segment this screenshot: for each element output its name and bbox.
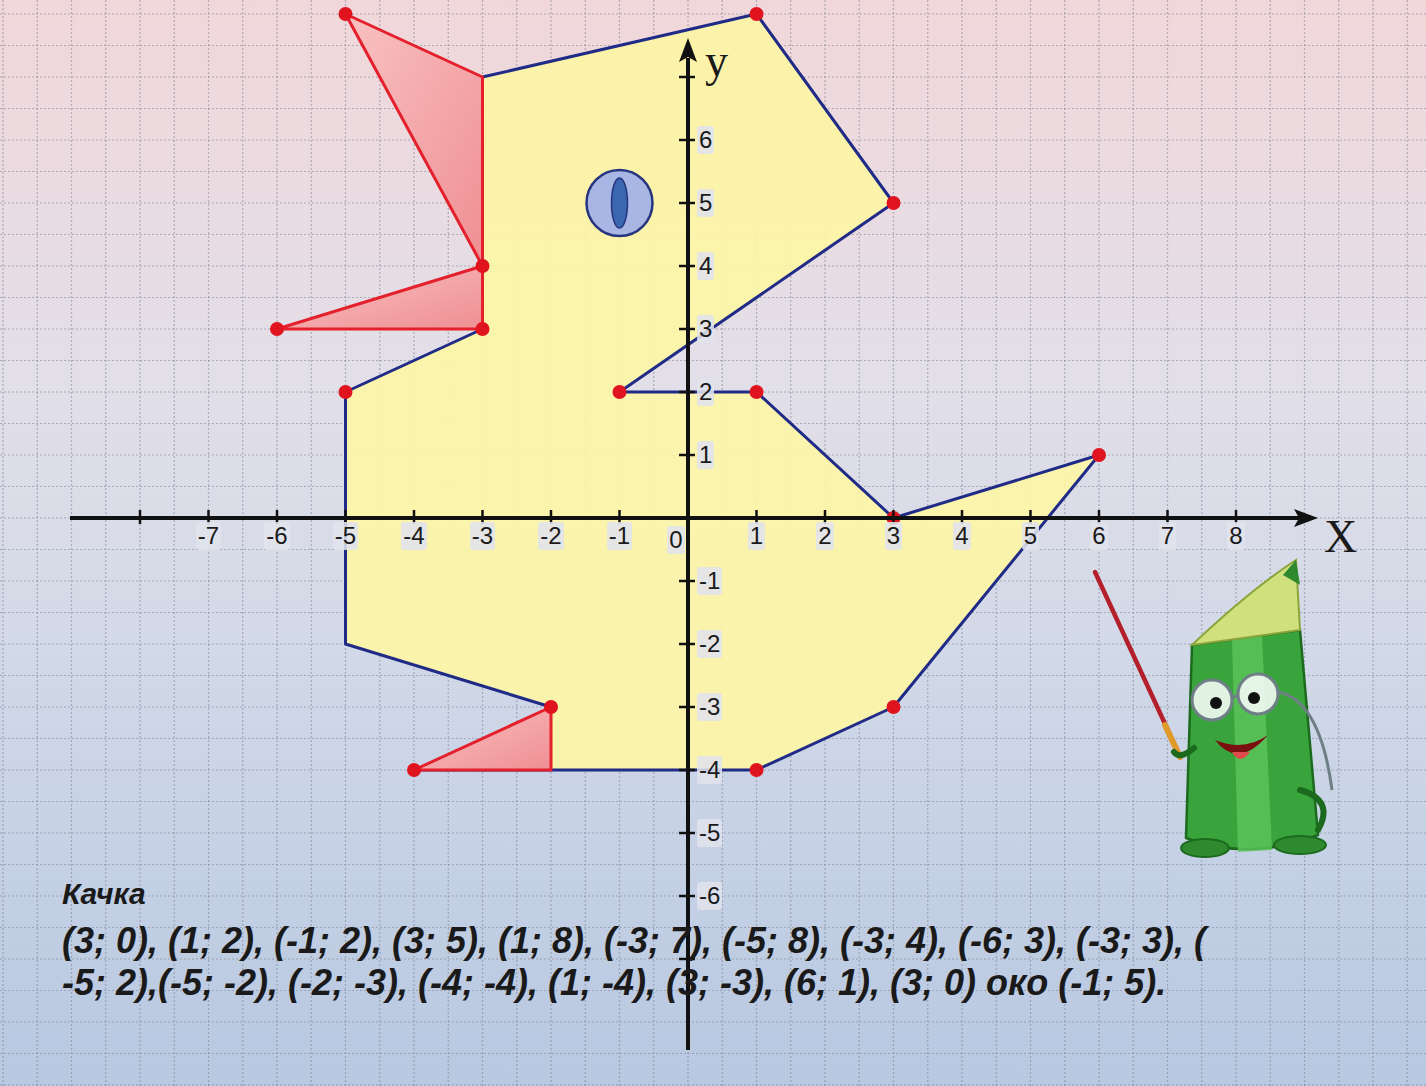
grid-line [0,1021,1426,1022]
tick-label: 8 [1227,522,1244,550]
tick-label: 2 [816,522,833,550]
axes [70,38,1318,1050]
tick-mark [679,328,695,331]
tick-label: -6 [697,882,722,910]
tick-mark [679,265,695,268]
point-dot [339,7,353,21]
point-dot [1092,448,1106,462]
tick-mark [679,139,695,142]
tick-label: 4 [697,252,714,280]
axis-arrow [679,38,697,62]
outline-line [414,455,1099,770]
point-dot [887,700,901,714]
grid-line [0,13,1426,14]
tick-mark [679,769,695,772]
duck-eye [587,170,653,236]
point-dot [270,322,284,336]
point-dot [750,385,764,399]
point-dot [613,385,627,399]
tick-label: -2 [697,630,722,658]
grid-line [1270,0,1271,1086]
tick-label: -6 [264,522,289,550]
tick-mark [679,643,695,646]
grid-line [0,517,1426,518]
grid-line [0,1084,1426,1085]
y-axis [686,58,690,1050]
axis-name: y [705,36,728,86]
tick-label: -3 [697,693,722,721]
tick-label: 1 [697,441,714,469]
tick-label: -7 [196,522,221,550]
tick-label: -5 [697,819,722,847]
pink-part [277,266,483,329]
tick-mark [679,580,695,583]
tick-label: 6 [1090,522,1107,550]
point-dot [750,763,764,777]
tick-label: -1 [607,522,632,550]
point-dot [887,196,901,210]
tick-label: 6 [697,126,714,154]
grid-line [0,360,1426,361]
tick-mark [679,202,695,205]
point-dot [339,385,353,399]
grid-line [37,0,38,1086]
pink-part [346,14,483,266]
tick-label: -1 [697,567,722,595]
pink-part [414,707,551,770]
pencil-character [1095,560,1332,857]
eye-pupil [612,178,628,228]
tick-label: 3 [885,522,902,550]
tick-label: 3 [697,315,714,343]
tick-mark [679,895,695,898]
tick-label: -4 [401,522,426,550]
tick-label: 7 [1159,522,1176,550]
tick-mark [139,510,142,524]
duck-body [346,14,1100,770]
point-dot [407,763,421,777]
tick-mark [679,454,695,457]
axis-arrow [1294,509,1318,527]
point-dot [476,322,490,336]
tick-mark [679,832,695,835]
tick-mark [679,706,695,709]
origin-label: 0 [667,526,684,554]
grid-line [1407,0,1408,1086]
tick-label: 5 [697,189,714,217]
grid-line [2,0,3,1086]
tick-mark [679,391,695,394]
grid-line [1304,0,1305,1086]
tick-label: 1 [748,522,765,550]
tick-label: -4 [697,756,722,784]
x-axis [70,516,1300,520]
tick-label: 4 [953,522,970,550]
point-dot [476,259,490,273]
figure-title: Качка [62,876,146,912]
axis-name: X [1324,512,1357,562]
point-dot [750,7,764,21]
point-dot [544,700,558,714]
tick-label: -5 [333,522,358,550]
grid-line [1372,0,1373,1086]
grid-line [0,1053,1426,1054]
tick-label: 2 [697,378,714,406]
tick-mark [679,76,695,79]
grid-line [0,864,1426,865]
tick-label: -2 [538,522,563,550]
tick-label: -3 [470,522,495,550]
tick-label: 5 [1022,522,1039,550]
point-list: (3; 0), (1; 2), (-1; 2), (3; 5), (1; 8),… [62,920,1232,1004]
